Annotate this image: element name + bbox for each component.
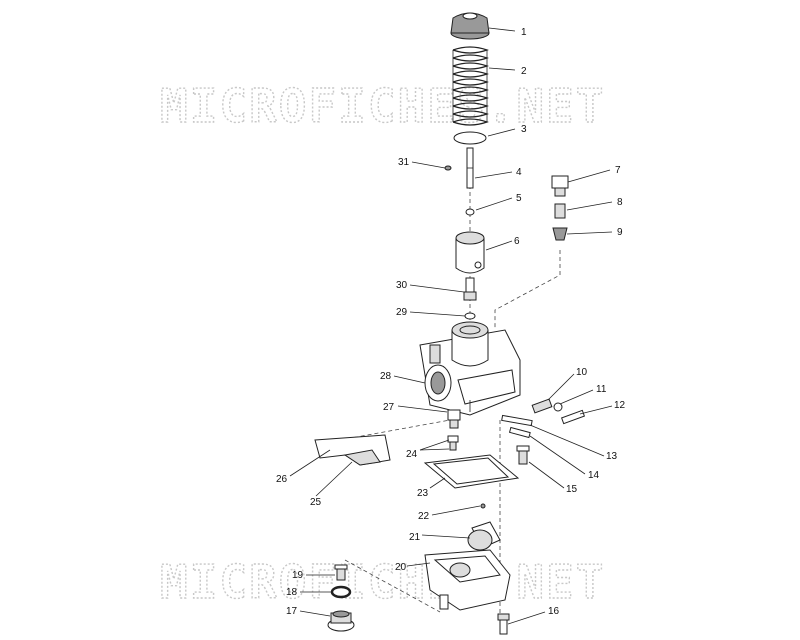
callout-30: 30: [396, 280, 408, 291]
part-carburetor-body: [419, 321, 521, 416]
callout-2: 2: [521, 66, 527, 77]
part-clip: [444, 165, 452, 171]
callout-29: 29: [396, 307, 408, 318]
callout-19: 19: [292, 570, 304, 581]
callout-14: 14: [588, 470, 600, 481]
callout-23: 23: [417, 488, 429, 499]
callout-21: 21: [409, 532, 421, 543]
callout-31: 31: [398, 157, 410, 168]
callout-27: 27: [383, 402, 395, 413]
part-drain-jet: [334, 564, 348, 581]
callout-24: 24: [406, 449, 418, 460]
part-float-screw: [516, 445, 530, 465]
part-bowl-gasket: [423, 454, 520, 489]
part-needle-spring: [554, 203, 566, 219]
callout-10: 10: [576, 367, 588, 378]
callout-4: 4: [516, 167, 522, 178]
part-adjuster-washer: [553, 402, 563, 412]
part-float-bowl: [424, 549, 511, 611]
callout-15: 15: [566, 484, 578, 495]
callout-3: 3: [521, 124, 527, 135]
part-jet-pair: [447, 435, 459, 451]
part-throttle-slide: [455, 231, 485, 274]
part-washer: [465, 208, 475, 216]
watermark-bottom: MICROFICHES.NET: [160, 555, 605, 609]
callout-8: 8: [617, 197, 623, 208]
callout-18: 18: [286, 587, 298, 598]
part-needle-valve: [552, 227, 568, 241]
assembly-axis-bracket: [339, 419, 451, 441]
part-pilot-screw: [463, 277, 477, 301]
callout-28: 28: [380, 371, 392, 382]
callout-26: 26: [276, 474, 288, 485]
part-float-pin: [480, 503, 486, 509]
callout-7: 7: [615, 165, 621, 176]
callout-16: 16: [548, 606, 560, 617]
part-float: [467, 521, 501, 551]
part-adjuster-spring: [531, 398, 553, 414]
callout-12: 12: [614, 400, 626, 411]
part-drain-o-ring: [330, 585, 352, 599]
callout-1: 1: [521, 27, 527, 38]
callout-25: 25: [310, 497, 322, 508]
part-spring: [452, 46, 489, 126]
callout-6: 6: [514, 236, 520, 247]
part-bracket: [314, 434, 391, 466]
callout-22: 22: [418, 511, 430, 522]
part-main-jet: [447, 409, 461, 429]
callout-13: 13: [606, 451, 618, 462]
part-bowl-screw: [497, 613, 510, 635]
part-adjuster-screw: [560, 409, 586, 425]
part-needle-seat: [551, 175, 569, 197]
part-drain-plug: [327, 610, 355, 632]
part-pilot-jet: [508, 426, 531, 439]
callout-5: 5: [516, 193, 522, 204]
part-air-screw: [501, 414, 533, 427]
part-plate: [453, 131, 487, 145]
assembly-axis-needle: [494, 250, 561, 330]
part-cap: [450, 12, 490, 40]
callout-11: 11: [596, 384, 607, 395]
callout-17: 17: [286, 606, 298, 617]
part-o-ring: [464, 312, 476, 320]
part-jet-needle: [466, 147, 474, 189]
callout-20: 20: [395, 562, 407, 573]
watermark-top: MICROFICHES.NET: [160, 79, 605, 133]
callout-9: 9: [617, 227, 623, 238]
